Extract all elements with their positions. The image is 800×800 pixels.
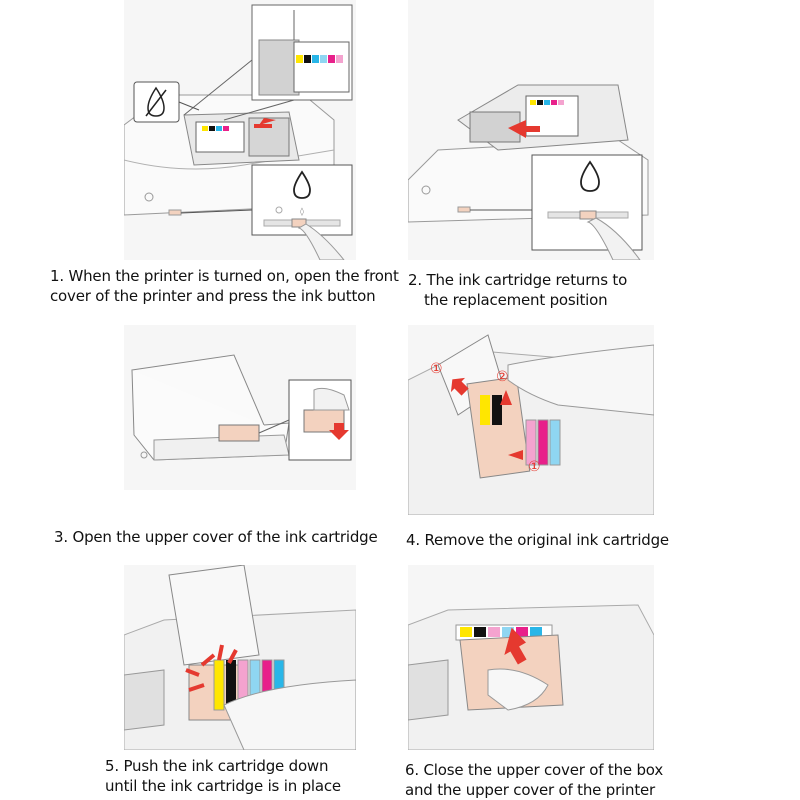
step-4-illustration: ① ② ①: [408, 325, 654, 515]
step-1-illustration: ◊: [124, 0, 356, 260]
step-6-caption: 6. Close the upper cover of the box and …: [405, 761, 663, 799]
svg-text:◊: ◊: [300, 207, 304, 216]
step-3-caption: 3. Open the upper cover of the ink cartr…: [54, 528, 378, 546]
step-6-illustration: [408, 565, 654, 750]
step-2-illustration: [408, 0, 654, 260]
step-4-caption: 4. Remove the original ink cartridge: [406, 531, 669, 549]
callout-2: ②: [496, 369, 509, 385]
step-3-illustration: [124, 325, 356, 490]
step-5-caption: 5. Push the ink cartridge down until the…: [105, 757, 341, 795]
step-1-caption: 1. When the printer is turned on, open t…: [50, 267, 399, 305]
step-2-caption: 2. The ink cartridge returns to the repl…: [408, 271, 628, 309]
callout-1a: ①: [430, 361, 443, 377]
callout-1b: ①: [528, 459, 541, 475]
step-5-illustration: [124, 565, 356, 750]
